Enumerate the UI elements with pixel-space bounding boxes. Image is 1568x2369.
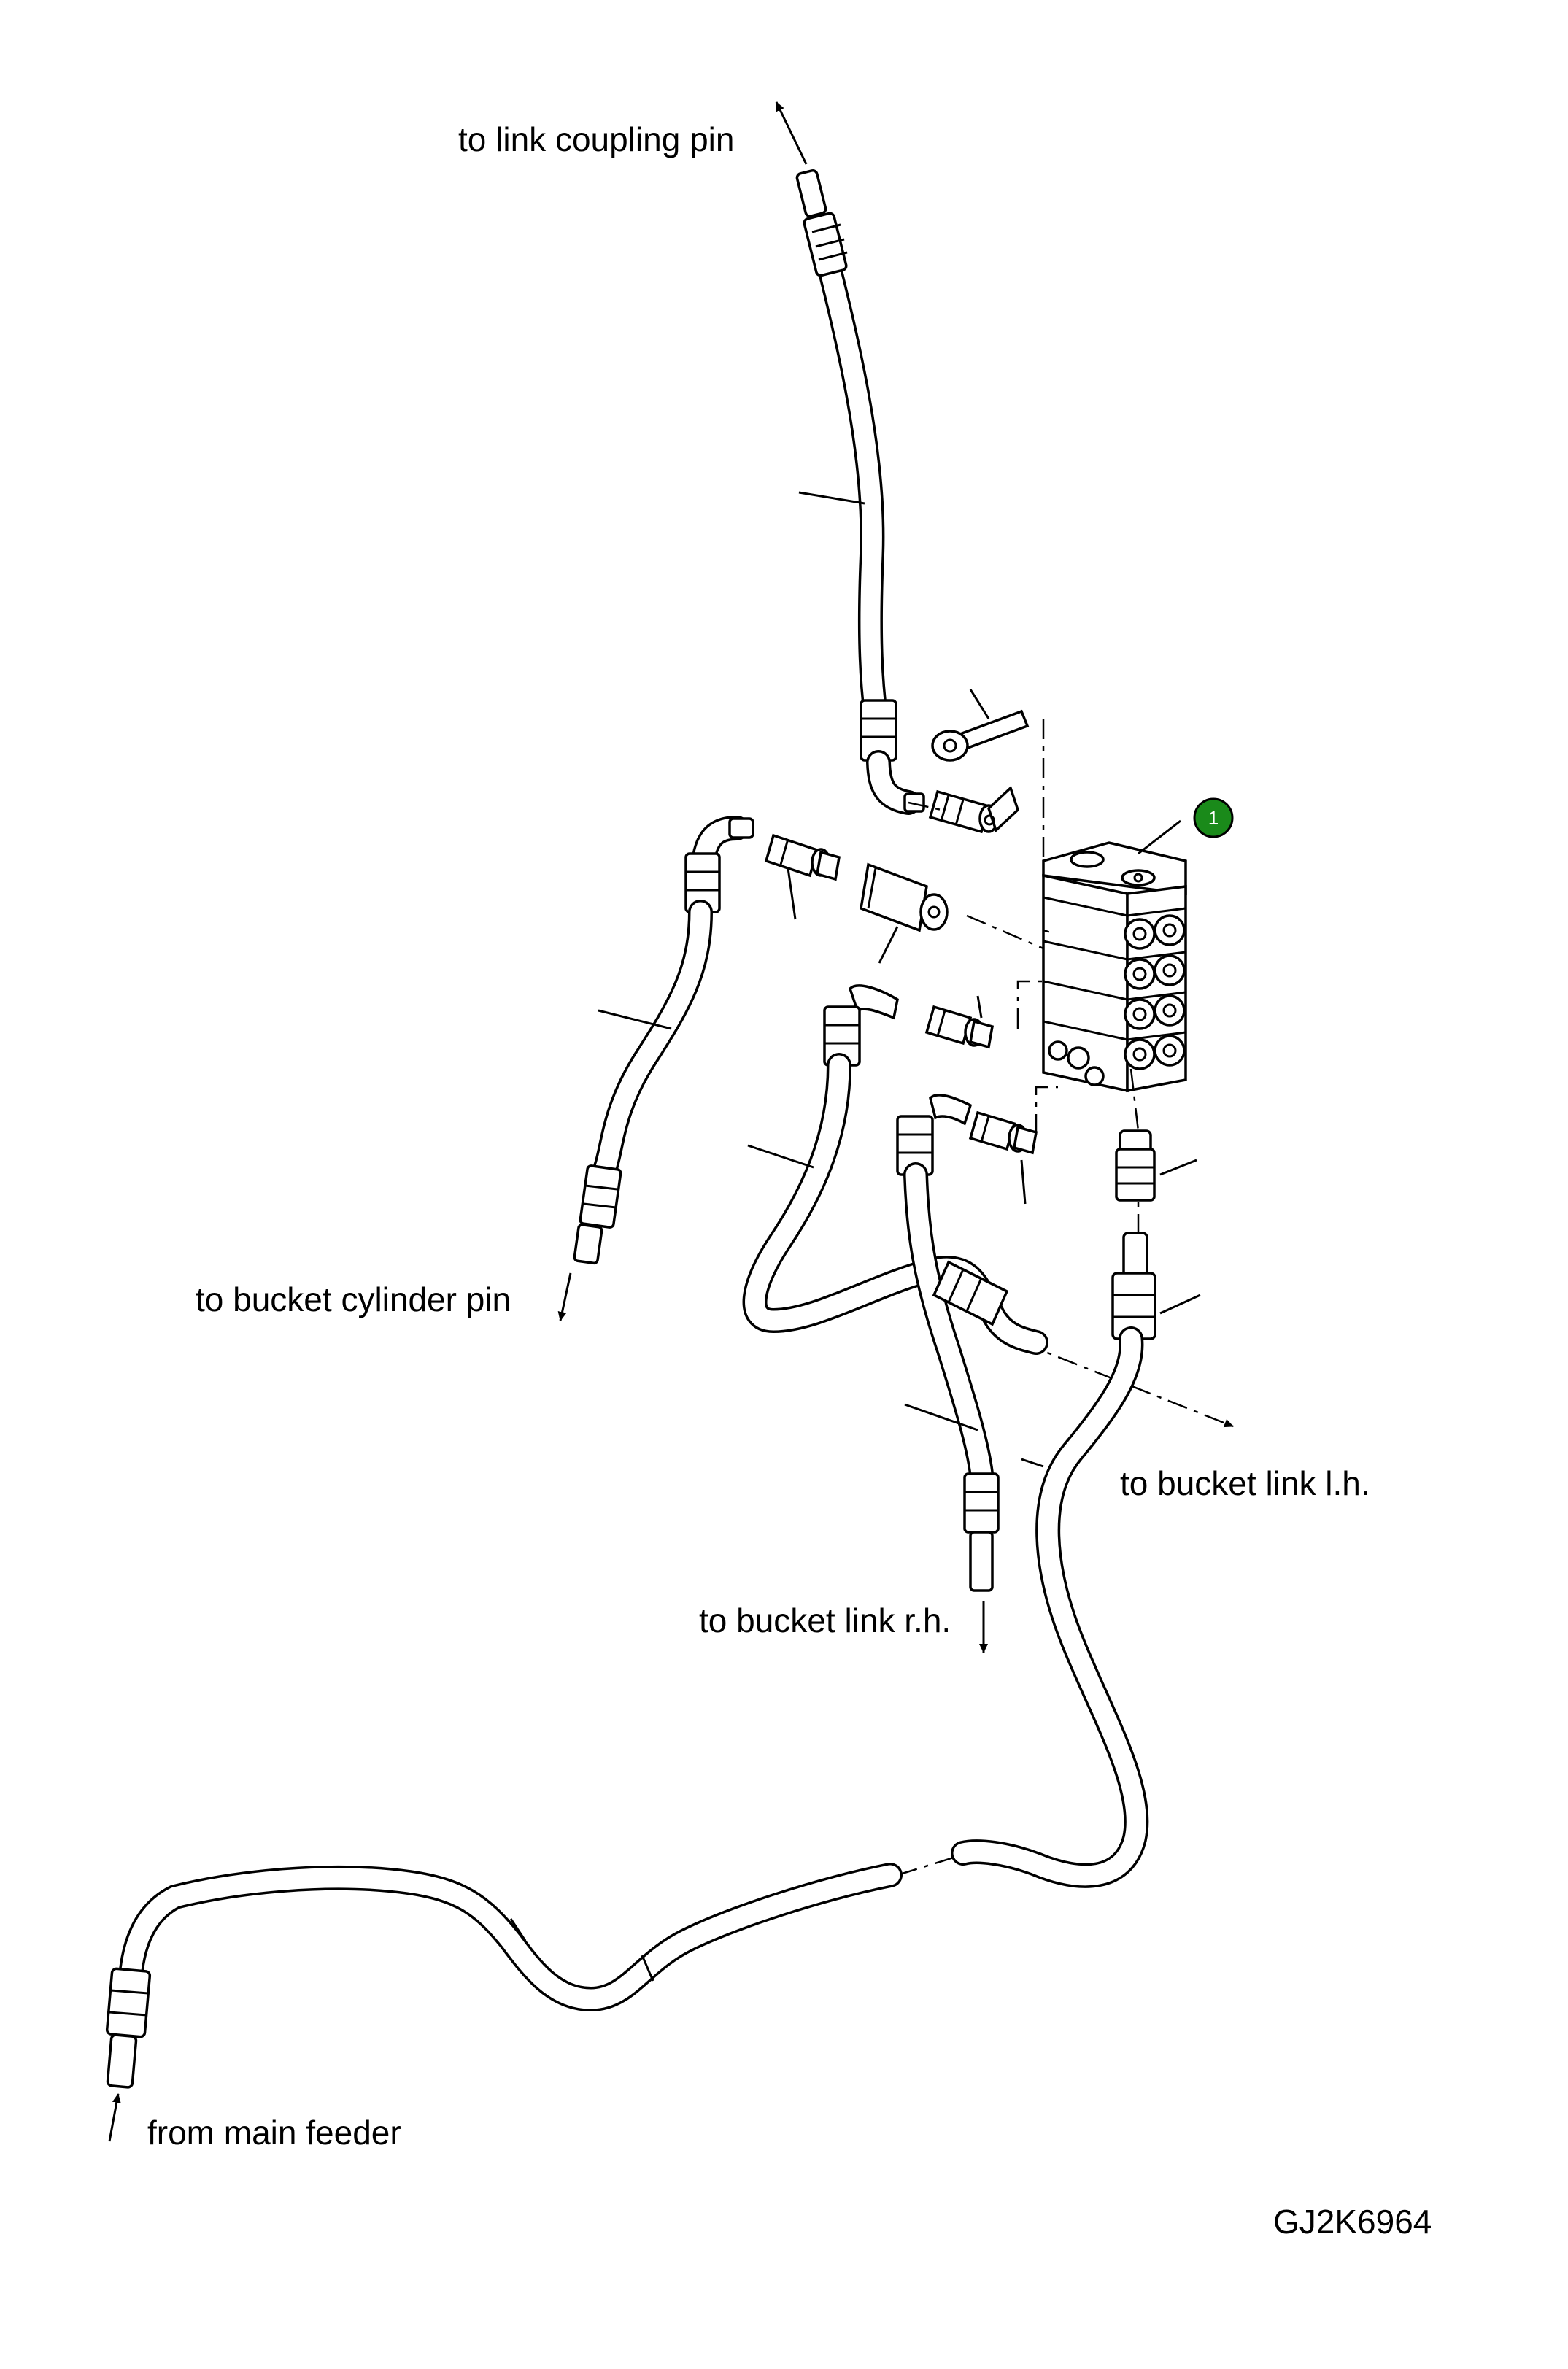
callout-circle	[1193, 797, 1234, 838]
distributor-block	[1042, 841, 1187, 1093]
label-to-link-coupling-pin: to link coupling pin	[458, 120, 735, 158]
assembly-dashed-lines	[773, 719, 1234, 1877]
callout-number: 1	[1208, 807, 1219, 829]
leader-cylinder-hose	[598, 1009, 672, 1030]
arrow-main-feeder	[108, 2093, 121, 2142]
label-to-bucket-link-lh: to bucket link l.h.	[1120, 1464, 1370, 1502]
hose-bucket-link-rh	[896, 1094, 1000, 1592]
hose-main-feeder	[105, 1326, 1149, 2089]
connector-lower	[968, 1110, 1038, 1205]
leader-lh-hose	[747, 1144, 814, 1169]
label-from-main-feeder: from main feeder	[147, 2114, 401, 2152]
mounting-bolt	[931, 689, 1030, 762]
leader-link-hose	[798, 491, 865, 505]
reducer-fitting	[860, 862, 949, 964]
connector-upper	[928, 785, 1020, 834]
connector-left	[764, 833, 841, 920]
connector-middle	[924, 995, 995, 1049]
hose-link-coupling	[795, 169, 925, 815]
arrow-link-coupling	[775, 101, 808, 165]
leader-rh-hose	[904, 1403, 978, 1431]
label-to-bucket-link-rh: to bucket link r.h.	[699, 1601, 951, 1639]
drawing-number: GJ2K6964	[1273, 2203, 1432, 2241]
inlet-fitting	[1111, 1129, 1201, 1340]
label-to-bucket-cylinder-pin: to bucket cylinder pin	[196, 1280, 511, 1318]
callout-leader	[1138, 819, 1181, 855]
hose-bucket-cylinder	[573, 816, 754, 1265]
inline-coupling	[932, 1260, 1009, 1326]
arrow-bucket-cylinder	[557, 1272, 572, 1321]
